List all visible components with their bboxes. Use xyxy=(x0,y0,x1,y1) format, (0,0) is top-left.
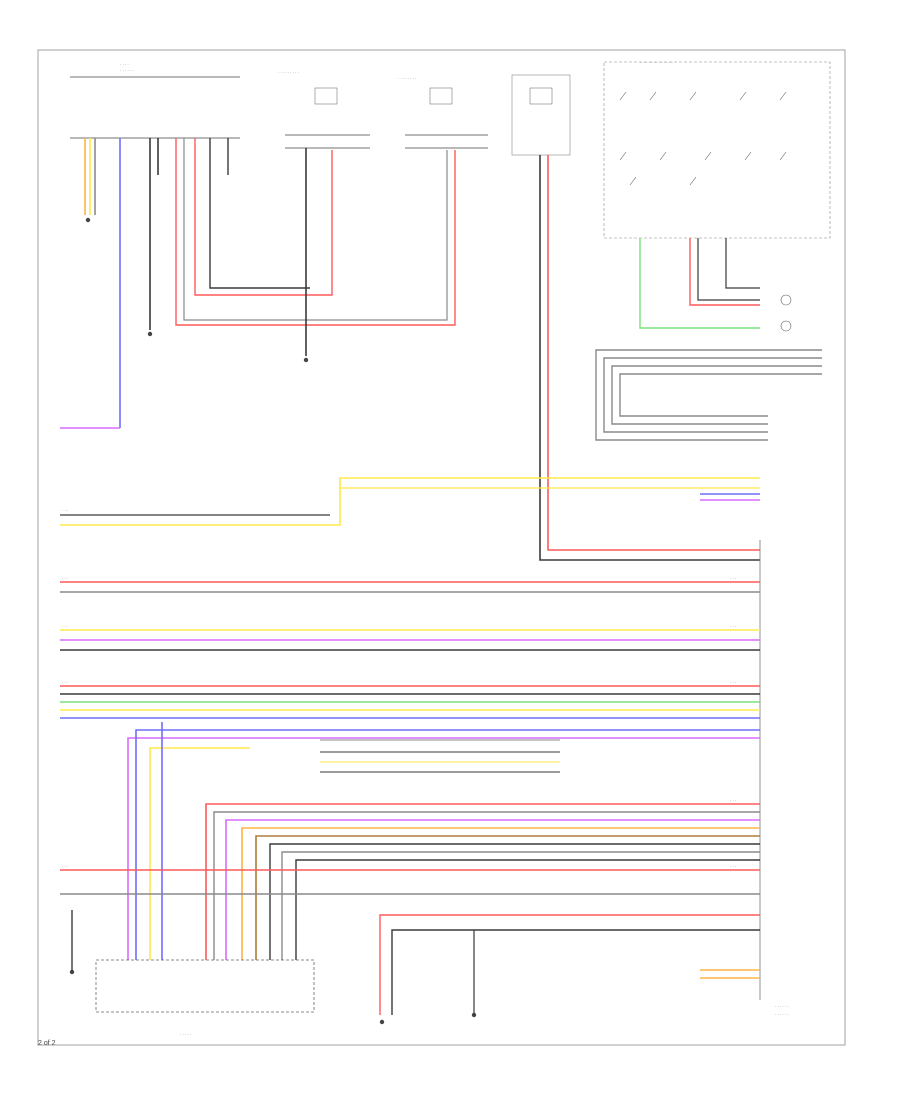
trunk-lamp-wires xyxy=(539,155,760,561)
svg-text:· · · · · ·: · · · · · · xyxy=(775,1004,789,1009)
svg-text:· · · · · ·: · · · · · · xyxy=(775,1012,789,1017)
svg-text:· · · · · · · · ·: · · · · · · · · · xyxy=(278,70,299,75)
front-door-lamp-component: · · · · · · · · · xyxy=(278,70,370,149)
trunk-lamp-component xyxy=(511,74,571,156)
light-switch-wires xyxy=(60,138,456,429)
rear-door-lamp-component: · · · · · · · · xyxy=(398,76,488,149)
gray-bus-lines xyxy=(595,349,822,441)
svg-text:· · ·: · · · xyxy=(730,624,736,629)
diagram-frame xyxy=(37,49,846,1046)
blue-violet-pair xyxy=(700,493,760,501)
splice-wires xyxy=(320,739,560,773)
svg-text:· · ·: · · · xyxy=(730,864,736,869)
svg-text:· · · · ·: · · · · · xyxy=(180,1032,191,1037)
svg-text:· · ·: · · · xyxy=(62,508,68,513)
switch-panel-component: · · · · · · · · · · · · · · xyxy=(603,60,831,239)
bcm-drop-wires xyxy=(127,722,760,960)
yellow-wire-upper xyxy=(60,477,760,526)
page-number: 2 of 2 xyxy=(38,1040,56,1047)
svg-text:· · · · · · · ·: · · · · · · · · xyxy=(398,76,416,81)
ground-symbols xyxy=(69,217,477,1025)
svg-text:· · · ·: · · · · xyxy=(120,62,129,67)
switch-panel-wires xyxy=(639,238,792,332)
svg-text:· · ·: · · · xyxy=(62,576,68,581)
svg-text:· · ·: · · · xyxy=(730,576,736,581)
harness-wires xyxy=(60,581,760,719)
lower-harness-wires xyxy=(60,869,760,1015)
control-unit-connector: · · · · · · · · · · · · xyxy=(759,540,789,1017)
svg-text:· · ·: · · · xyxy=(730,680,736,685)
svg-text:· · · · · ·: · · · · · · xyxy=(120,68,134,73)
svg-text:· · ·: · · · xyxy=(730,798,736,803)
wire-labels: · · · · · · · · · · · · · · · · · · · · … xyxy=(62,508,736,869)
svg-text:· · · · · · · · · · · · · ·: · · · · · · · · · · · · · · xyxy=(640,60,673,65)
ground-wires-bottom xyxy=(71,910,475,1015)
body-control-module: · · · · · xyxy=(95,959,315,1037)
svg-text:· · ·: · · · xyxy=(62,864,68,869)
svg-text:· · ·: · · · xyxy=(62,624,68,629)
svg-text:· · ·: · · · xyxy=(62,680,68,685)
light-switch-component: · · · · · · · · · · xyxy=(70,62,240,139)
